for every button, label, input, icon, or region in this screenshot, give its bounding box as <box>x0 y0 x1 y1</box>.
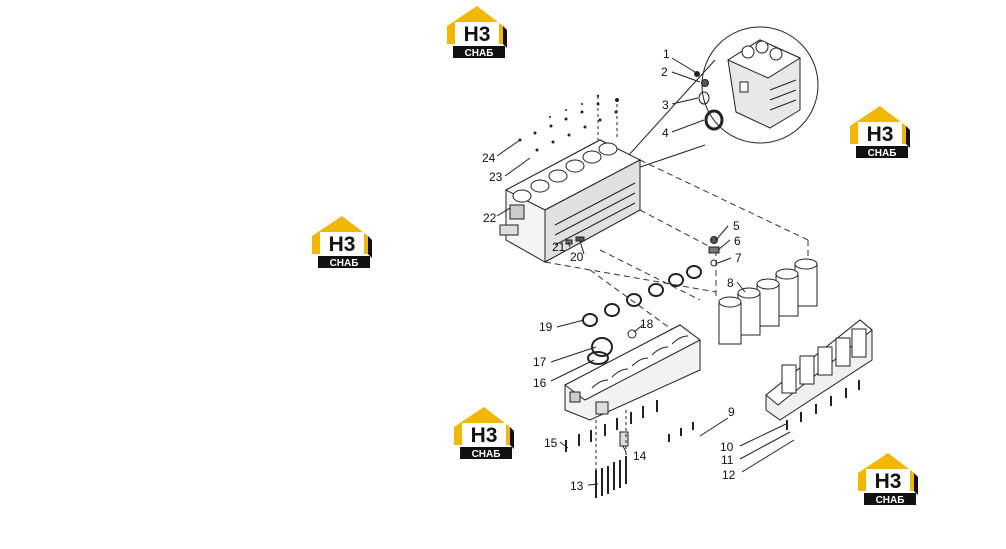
block-bottom-view <box>765 319 873 421</box>
callout-6: 6 <box>734 234 741 248</box>
callout-10: 10 <box>720 440 734 454</box>
part-20-plug <box>575 236 585 242</box>
callout-12: 12 <box>722 468 736 482</box>
callout-18: 18 <box>640 317 654 331</box>
logo-small-text: СНАБ <box>868 148 897 159</box>
callout-labels: 1 2 3 4 5 6 7 8 9 10 11 12 13 14 15 16 1… <box>482 47 742 493</box>
logo-big-text: H3 <box>875 470 902 493</box>
part-7-ring <box>710 259 718 267</box>
logo-small-text: СНАБ <box>465 48 494 59</box>
logo-small-text: СНАБ <box>330 258 359 269</box>
callout-20: 20 <box>570 250 584 264</box>
callout-9: 9 <box>728 405 735 419</box>
callout-19: 19 <box>539 320 553 334</box>
callout-22: 22 <box>483 211 497 225</box>
top-screws <box>518 94 619 152</box>
callout-13: 13 <box>570 479 584 493</box>
callout-7: 7 <box>735 251 742 265</box>
block-bottom-bolts <box>786 380 860 430</box>
detail-block-drawing <box>726 39 802 129</box>
callout-23: 23 <box>489 170 503 184</box>
callout-3: 3 <box>662 98 669 112</box>
cylinder-liners <box>718 258 818 345</box>
part-2-washer <box>701 79 709 87</box>
part-3-seal-ring <box>698 91 710 105</box>
lower-bolts <box>595 456 627 498</box>
callout-11: 11 <box>721 453 734 467</box>
logo-big-text: H3 <box>471 424 498 447</box>
callout-15: 15 <box>544 436 558 450</box>
part-16-thrust-washer <box>587 351 609 365</box>
logo-big-text: H3 <box>867 123 894 146</box>
part-17-thrust-washer <box>591 337 613 357</box>
callout-17: 17 <box>533 355 547 369</box>
callout-5: 5 <box>733 219 740 233</box>
callout-2: 2 <box>661 65 668 79</box>
logo-small-text: СНАБ <box>472 449 501 460</box>
part-4-o-ring <box>704 109 724 131</box>
lower-crankcase <box>564 324 701 421</box>
brand-logo-1: H3 СНАБ <box>445 4 509 60</box>
logo-big-text: H3 <box>464 23 491 46</box>
brand-logo-5: H3 СНАБ <box>856 451 920 507</box>
brand-logo-3: H3 СНАБ <box>310 214 374 270</box>
callout-4: 4 <box>662 126 669 140</box>
brand-logo-4: H3 СНАБ <box>452 405 516 461</box>
callout-1: 1 <box>663 47 670 61</box>
main-bearing-shells <box>582 265 702 327</box>
callout-8: 8 <box>727 276 734 290</box>
upper-cylinder-block <box>499 139 642 263</box>
logo-big-text: H3 <box>329 233 356 256</box>
part-5-plug <box>710 236 718 244</box>
callout-14: 14 <box>633 449 647 463</box>
part-6-valve <box>708 246 720 254</box>
callout-16: 16 <box>533 376 547 390</box>
logo-small-text: СНАБ <box>876 495 905 506</box>
part-14-dowel <box>619 431 629 447</box>
part-1-plug <box>694 71 700 77</box>
part-18-ring <box>627 329 637 339</box>
callout-21: 21 <box>552 240 566 254</box>
callout-24: 24 <box>482 151 496 165</box>
brand-logo-2: H3 СНАБ <box>848 104 912 160</box>
